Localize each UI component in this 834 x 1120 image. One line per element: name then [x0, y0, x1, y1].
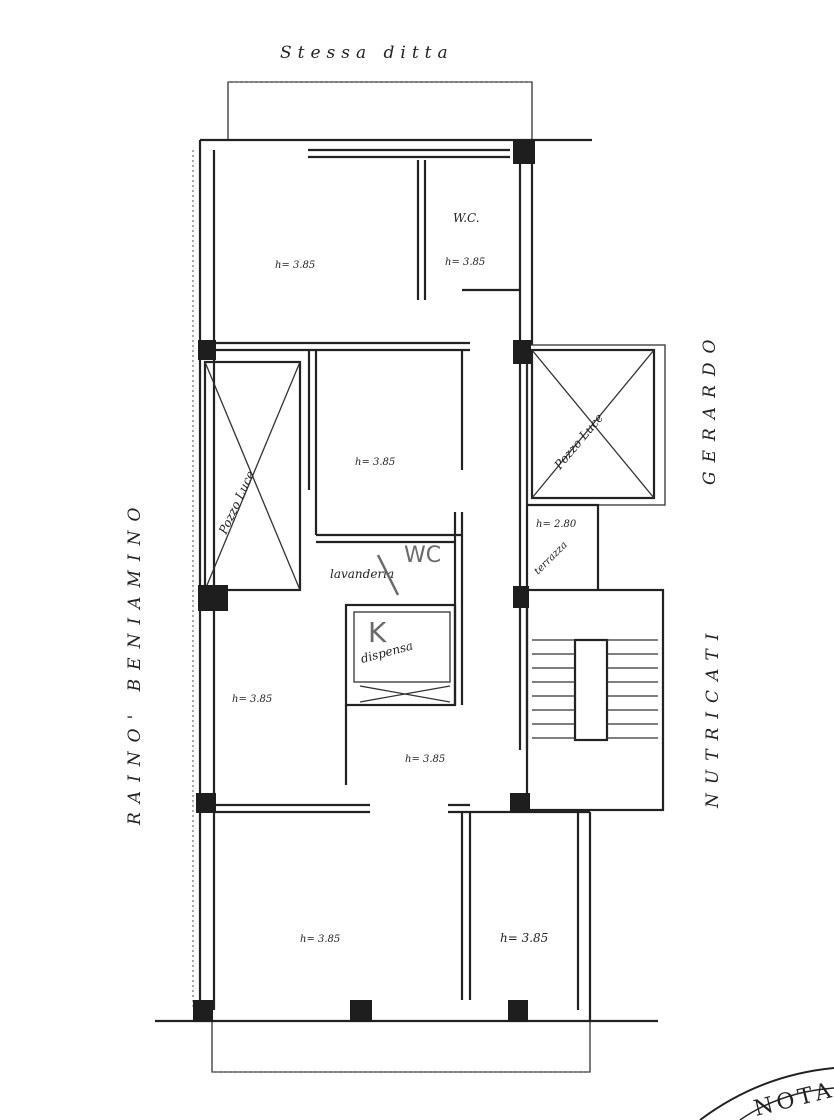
wc-height: h= 3.85 [445, 257, 485, 268]
right-shaft-label: Pozzo Luce [551, 411, 606, 473]
room-bottom-right-height: h= 3.85 [500, 931, 548, 945]
notary-stamp: NOTA [699, 1067, 834, 1120]
lavanderia-label: lavanderia [330, 567, 394, 581]
wc-mark-stroke [376, 554, 400, 596]
interior-walls [214, 148, 590, 1000]
left-light-shaft [203, 360, 302, 592]
top-street-label: Stessa ditta [280, 43, 454, 63]
right-light-shaft [526, 344, 666, 506]
pillars [193, 140, 535, 1022]
outer-walls [192, 140, 592, 1020]
wc-handwritten-mark: WC [404, 543, 441, 568]
staircase [525, 588, 665, 812]
room-middle-height: h= 3.85 [355, 457, 395, 468]
right-street-lower-label: NUTRICATI [703, 625, 723, 809]
room-left-mid-height: h= 3.85 [232, 694, 272, 705]
corridor-height: h= 3.85 [405, 754, 445, 765]
terrazza-height: h= 2.80 [536, 519, 577, 530]
terrazza-area [527, 503, 600, 590]
terrazza-name: terrazza [532, 540, 569, 577]
right-street-upper-label: GERARDO [700, 331, 720, 485]
wc-label: W.C. [453, 211, 480, 225]
left-street-label: RAINO' BENIAMINO [125, 499, 145, 826]
bottom-projection [211, 1022, 591, 1073]
k-handwritten-mark: K [368, 616, 387, 649]
top-projection [227, 81, 533, 140]
room-bottom-left-height: h= 3.85 [300, 934, 340, 945]
room-top-left-height: h= 3.85 [275, 260, 315, 271]
left-shaft-label: Pozzo Luce [216, 469, 258, 537]
